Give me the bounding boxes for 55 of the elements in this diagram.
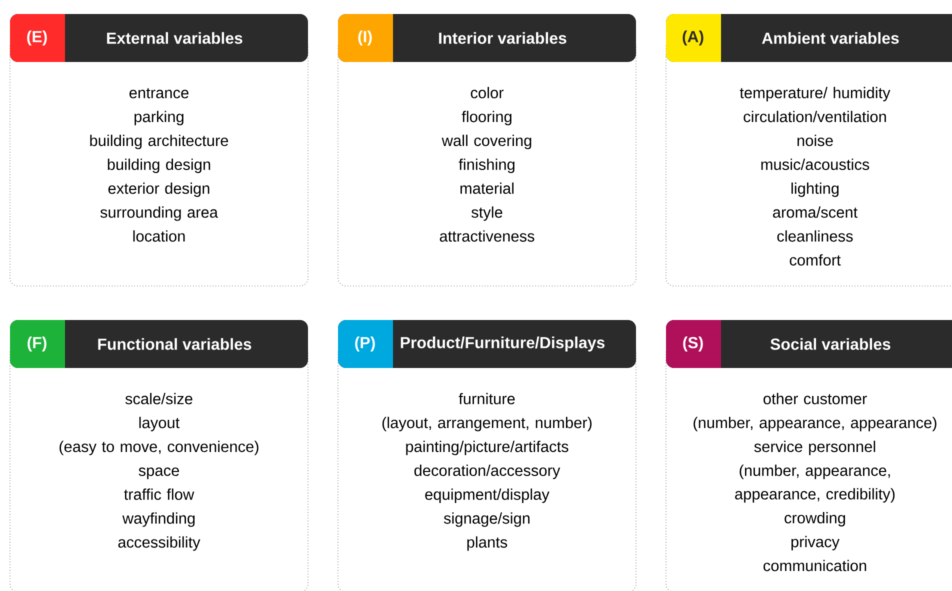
list-item: service personnel [754, 440, 876, 456]
tag-badge: (E) [10, 14, 65, 62]
list-item: scale/size [125, 392, 192, 404]
list-item: color [470, 86, 504, 98]
list-item: signage/sign [444, 512, 530, 527]
list-item: (number, appearance, appearance) [694, 416, 936, 432]
tag-badge: (S) [666, 320, 722, 368]
card [10, 320, 308, 591]
card [338, 320, 636, 591]
tag-badge: (A) [666, 14, 722, 62]
list-item: accessibility [118, 536, 200, 551]
list-item: temperature/ humidity [740, 86, 890, 102]
list-item: furniture [458, 392, 515, 404]
list-item: finishing [458, 158, 514, 174]
list-item: privacy [791, 536, 840, 550]
list-item: aroma/scent [773, 206, 858, 218]
list-item: wall covering [442, 134, 532, 150]
list-item: parking [134, 110, 184, 126]
list-item: other customer [764, 392, 867, 404]
list-item: attractiveness [440, 230, 534, 242]
list-item: (layout, arrangement, number) [382, 416, 592, 432]
list-item: plants [467, 536, 508, 551]
tag-badge: (P) [338, 320, 393, 368]
list-item: location [133, 230, 185, 242]
list-item: equipment/display [425, 488, 550, 503]
list-item: exterior design [108, 182, 210, 197]
list-item: surrounding area [100, 206, 218, 221]
list-item: flooring [462, 110, 512, 126]
list-item: lighting [792, 182, 839, 197]
list-item: painting/picture/artifacts [406, 440, 568, 456]
card [666, 320, 952, 591]
list-item: comfort [790, 254, 841, 266]
list-item: noise [798, 134, 833, 146]
list-item: layout [139, 416, 180, 432]
list-item: crowding [784, 512, 846, 526]
list-item: cleanliness [777, 230, 853, 242]
list-item: decoration/accessory [414, 464, 560, 480]
card [338, 14, 636, 286]
list-item: (easy to move, convenience) [60, 440, 258, 456]
list-item: space [138, 468, 179, 480]
card [666, 14, 952, 286]
list-item: style [472, 206, 502, 221]
list-item: traffic flow [124, 488, 194, 500]
list-item: communication [764, 560, 866, 572]
tag-badge: (I) [338, 14, 393, 62]
list-item: material [460, 182, 514, 194]
list-item: (number, appearance, appearance, credibility) [735, 464, 895, 503]
list-item: building design [108, 158, 210, 174]
list-item: wayfinding [122, 512, 195, 527]
list-item: circulation/ventilation [744, 110, 886, 122]
list-item: music/acoustics [761, 158, 870, 170]
tag-badge: (F) [10, 320, 65, 368]
card [10, 14, 308, 286]
list-item: building architecture [90, 134, 228, 150]
list-item: entrance [130, 88, 188, 98]
